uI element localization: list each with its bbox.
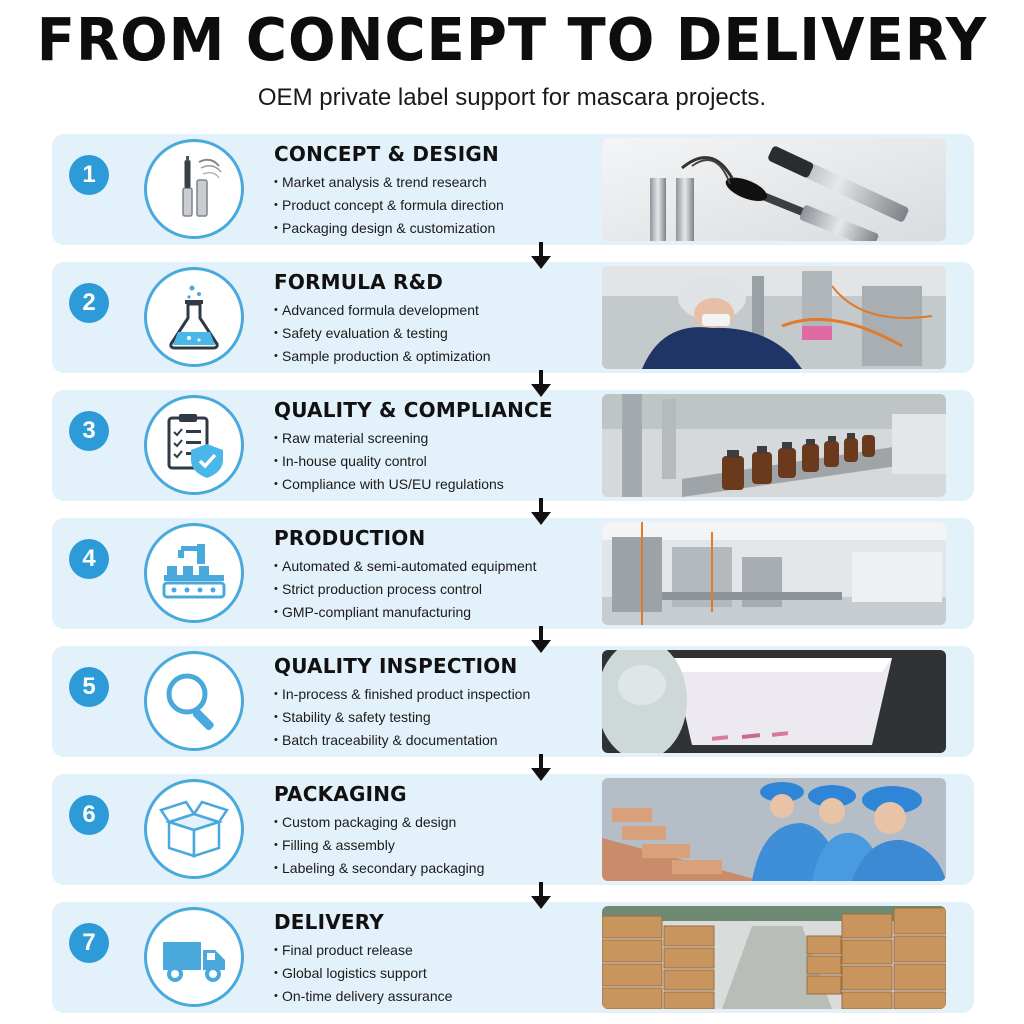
step-list: Market analysis & trend research Product… bbox=[274, 171, 594, 240]
step-list: In-process & finished product inspection… bbox=[274, 683, 594, 752]
magnifier-icon bbox=[144, 651, 244, 751]
down-arrow-icon bbox=[530, 242, 552, 270]
down-arrow-icon bbox=[530, 370, 552, 398]
step-text: CONCEPT & DESIGN Market analysis & trend… bbox=[274, 142, 594, 240]
list-item: Product concept & formula direction bbox=[274, 194, 594, 217]
step-number-badge: 5 bbox=[69, 667, 109, 707]
flask-icon bbox=[144, 267, 244, 367]
step-title: PACKAGING bbox=[274, 782, 407, 806]
page-title: FROM CONCEPT TO DELIVERY bbox=[36, 6, 988, 75]
list-item: In-house quality control bbox=[274, 450, 594, 473]
step-card-packaging: 6 PACKAGING Custom packaging & design Fi… bbox=[52, 774, 974, 909]
list-item: Packaging design & customization bbox=[274, 217, 594, 240]
step-title: QUALITY & COMPLIANCE bbox=[274, 398, 553, 422]
list-item: Filling & assembly bbox=[274, 834, 594, 857]
step-text: QUALITY INSPECTION In-process & finished… bbox=[274, 654, 594, 752]
list-item: Batch traceability & documentation bbox=[274, 729, 594, 752]
production-facility-photo bbox=[602, 522, 946, 625]
down-arrow-icon bbox=[530, 626, 552, 654]
step-number-badge: 2 bbox=[69, 283, 109, 323]
list-item: Safety evaluation & testing bbox=[274, 322, 594, 345]
step-card-quality-compliance: 3 QUALITY & COMPLIANCE R bbox=[52, 390, 974, 525]
list-item: Automated & semi-automated equipment bbox=[274, 555, 594, 578]
step-list: Custom packaging & design Filling & asse… bbox=[274, 811, 594, 880]
step-number-badge: 7 bbox=[69, 923, 109, 963]
list-item: Custom packaging & design bbox=[274, 811, 594, 834]
process-steps: 1 CONCEPT & DESIGN Market analysis & tre… bbox=[52, 134, 974, 1024]
step-title: QUALITY INSPECTION bbox=[274, 654, 518, 678]
down-arrow-icon bbox=[530, 754, 552, 782]
step-list: Raw material screening In-house quality … bbox=[274, 427, 594, 496]
list-item: Raw material screening bbox=[274, 427, 594, 450]
step-number-badge: 1 bbox=[69, 155, 109, 195]
step-number-badge: 4 bbox=[69, 539, 109, 579]
list-item: Market analysis & trend research bbox=[274, 171, 594, 194]
list-item: Labeling & secondary packaging bbox=[274, 857, 594, 880]
list-item: Sample production & optimization bbox=[274, 345, 594, 368]
step-title: CONCEPT & DESIGN bbox=[274, 142, 499, 166]
step-title: DELIVERY bbox=[274, 910, 384, 934]
step-title: PRODUCTION bbox=[274, 526, 426, 550]
step-card-delivery: 7 DELIVERY Final product release Global … bbox=[52, 902, 974, 1013]
step-card-formula-rd: 2 FORMULA R&D Advanced formula developme… bbox=[52, 262, 974, 397]
factory-robot-arm-icon bbox=[144, 523, 244, 623]
mascara-icon bbox=[144, 139, 244, 239]
list-item: Advanced formula development bbox=[274, 299, 594, 322]
list-item: Final product release bbox=[274, 939, 594, 962]
step-text: PACKAGING Custom packaging & design Fill… bbox=[274, 782, 594, 880]
lab-technician-photo bbox=[602, 266, 946, 369]
step-text: DELIVERY Final product release Global lo… bbox=[274, 910, 594, 1008]
list-item: Compliance with US/EU regulations bbox=[274, 473, 594, 496]
step-card-concept-design: 1 CONCEPT & DESIGN Market analysis & tre… bbox=[52, 134, 974, 269]
list-item: Strict production process control bbox=[274, 578, 594, 601]
inspection-booth-photo bbox=[602, 650, 946, 753]
page-subtitle: OEM private label support for mascara pr… bbox=[257, 84, 767, 111]
step-list: Final product release Global logistics s… bbox=[274, 939, 594, 1008]
step-text: QUALITY & COMPLIANCE Raw material screen… bbox=[274, 398, 594, 496]
down-arrow-icon bbox=[530, 882, 552, 910]
list-item: On-time delivery assurance bbox=[274, 985, 594, 1008]
list-item: Stability & safety testing bbox=[274, 706, 594, 729]
step-list: Automated & semi-automated equipment Str… bbox=[274, 555, 594, 624]
mascara-product-photo bbox=[602, 138, 946, 241]
bottle-production-line-photo bbox=[602, 394, 946, 497]
step-title: FORMULA R&D bbox=[274, 270, 444, 294]
step-card-quality-inspection: 5 QUALITY INSPECTION In-process & finish… bbox=[52, 646, 974, 781]
clipboard-shield-icon bbox=[144, 395, 244, 495]
list-item: Global logistics support bbox=[274, 962, 594, 985]
step-number-badge: 6 bbox=[69, 795, 109, 835]
open-box-icon bbox=[144, 779, 244, 879]
list-item: GMP-compliant manufacturing bbox=[274, 601, 594, 624]
list-item: In-process & finished product inspection bbox=[274, 683, 594, 706]
warehouse-boxes-photo bbox=[602, 906, 946, 1009]
step-card-production: 4 PRODUCTION Automated & semi-autom bbox=[52, 518, 974, 653]
delivery-truck-icon bbox=[144, 907, 244, 1007]
down-arrow-icon bbox=[530, 498, 552, 526]
step-text: FORMULA R&D Advanced formula development… bbox=[274, 270, 594, 368]
step-text: PRODUCTION Automated & semi-automated eq… bbox=[274, 526, 594, 624]
step-number-badge: 3 bbox=[69, 411, 109, 451]
packaging-workers-photo bbox=[602, 778, 946, 881]
step-list: Advanced formula development Safety eval… bbox=[274, 299, 594, 368]
